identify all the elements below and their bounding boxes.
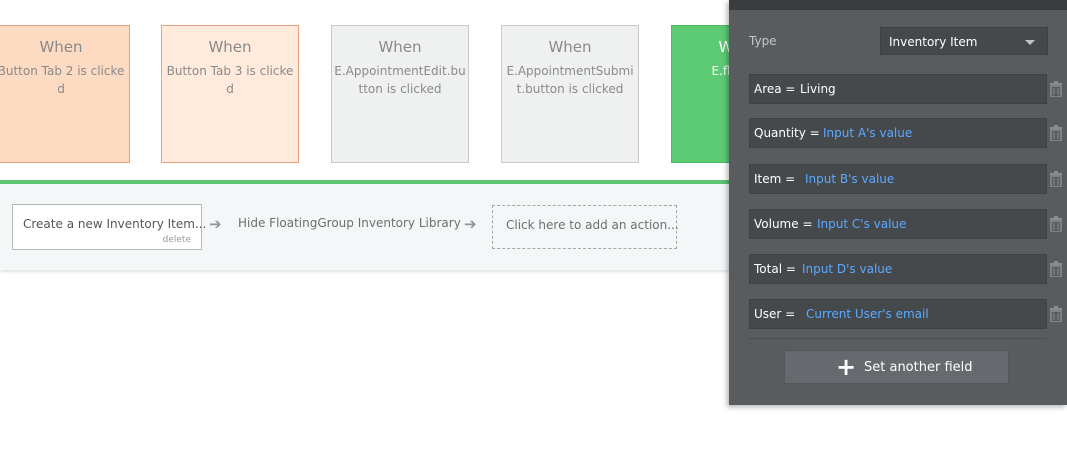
- field-value[interactable]: Current User's email: [806, 307, 929, 321]
- action-label: Create a new Inventory Item...: [23, 217, 207, 231]
- type-dropdown-value: Inventory Item: [889, 35, 978, 49]
- event-when-label: When: [39, 38, 83, 56]
- event-card-appointment-edit[interactable]: When E.AppointmentEdit.button is clicked: [331, 25, 469, 163]
- field-row-total[interactable]: Total = Input D's value: [749, 254, 1047, 284]
- field-row-item[interactable]: Item = Input B's value: [749, 164, 1047, 194]
- chevron-down-icon: [1025, 40, 1035, 45]
- field-name: Volume =: [754, 217, 813, 231]
- field-name: Quantity =: [754, 126, 820, 140]
- set-another-field-label: Set another field: [864, 360, 973, 375]
- event-card-button-tab-2[interactable]: When Button Tab 2 is clicked: [0, 25, 130, 163]
- field-name: Area =: [754, 82, 796, 96]
- event-description: Button Tab 2 is clicked: [0, 64, 125, 96]
- trash-icon[interactable]: [1049, 261, 1063, 277]
- event-when-label: When: [548, 38, 592, 56]
- field-value[interactable]: Input C's value: [817, 217, 907, 231]
- event-when-label: When: [378, 38, 422, 56]
- arrow-right-icon: ➔: [209, 215, 222, 233]
- trash-icon[interactable]: [1049, 171, 1063, 187]
- set-another-field-button[interactable]: + Set another field: [784, 350, 1009, 384]
- field-value[interactable]: Input B's value: [805, 172, 895, 186]
- event-when-label: When: [208, 38, 252, 56]
- event-description: E.AppointmentSubmit.button is clicked: [506, 64, 634, 96]
- trash-icon[interactable]: [1049, 125, 1063, 141]
- field-name: Total =: [754, 262, 796, 276]
- trash-icon[interactable]: [1049, 306, 1063, 322]
- delete-action-link[interactable]: delete: [162, 235, 191, 245]
- event-card-appointment-submit[interactable]: When E.AppointmentSubmit.button is click…: [501, 25, 639, 163]
- trash-icon[interactable]: [1049, 216, 1063, 232]
- panel-header-strip: [729, 0, 1067, 10]
- selected-event-indicator: [0, 180, 740, 184]
- field-name: Item =: [754, 172, 796, 186]
- type-label: Type: [749, 34, 777, 48]
- workflow-actions-bar: Create a new Inventory Item... delete ➔ …: [0, 184, 740, 270]
- field-row-area[interactable]: Area = Living: [749, 74, 1047, 104]
- panel-divider: [749, 338, 1047, 339]
- field-value[interactable]: Living: [800, 82, 836, 96]
- field-value[interactable]: Input D's value: [802, 262, 893, 276]
- plus-icon: +: [836, 353, 857, 381]
- field-row-quantity[interactable]: Quantity = Input A's value: [749, 118, 1047, 148]
- action-properties-panel: Type Inventory Item Area = Living Quanti…: [729, 0, 1067, 405]
- arrow-right-icon: ➔: [464, 215, 477, 233]
- action-hide-floating-group[interactable]: Hide FloatingGroup Inventory Library: [238, 216, 461, 230]
- add-action-label: Click here to add an action...: [506, 218, 679, 232]
- trash-icon[interactable]: [1049, 81, 1063, 97]
- field-row-user[interactable]: User = Current User's email: [749, 299, 1047, 329]
- field-row-volume[interactable]: Volume = Input C's value: [749, 209, 1047, 239]
- type-dropdown[interactable]: Inventory Item: [880, 27, 1048, 55]
- add-action-button[interactable]: Click here to add an action...: [492, 205, 679, 249]
- field-name: User =: [754, 307, 796, 321]
- action-create-inventory-item[interactable]: Create a new Inventory Item... delete: [12, 204, 206, 250]
- event-description: Button Tab 3 is clicked: [166, 64, 294, 96]
- field-value[interactable]: Input A's value: [823, 126, 913, 140]
- event-card-button-tab-3[interactable]: When Button Tab 3 is clicked: [161, 25, 299, 163]
- event-description: E.AppointmentEdit.button is clicked: [334, 64, 466, 96]
